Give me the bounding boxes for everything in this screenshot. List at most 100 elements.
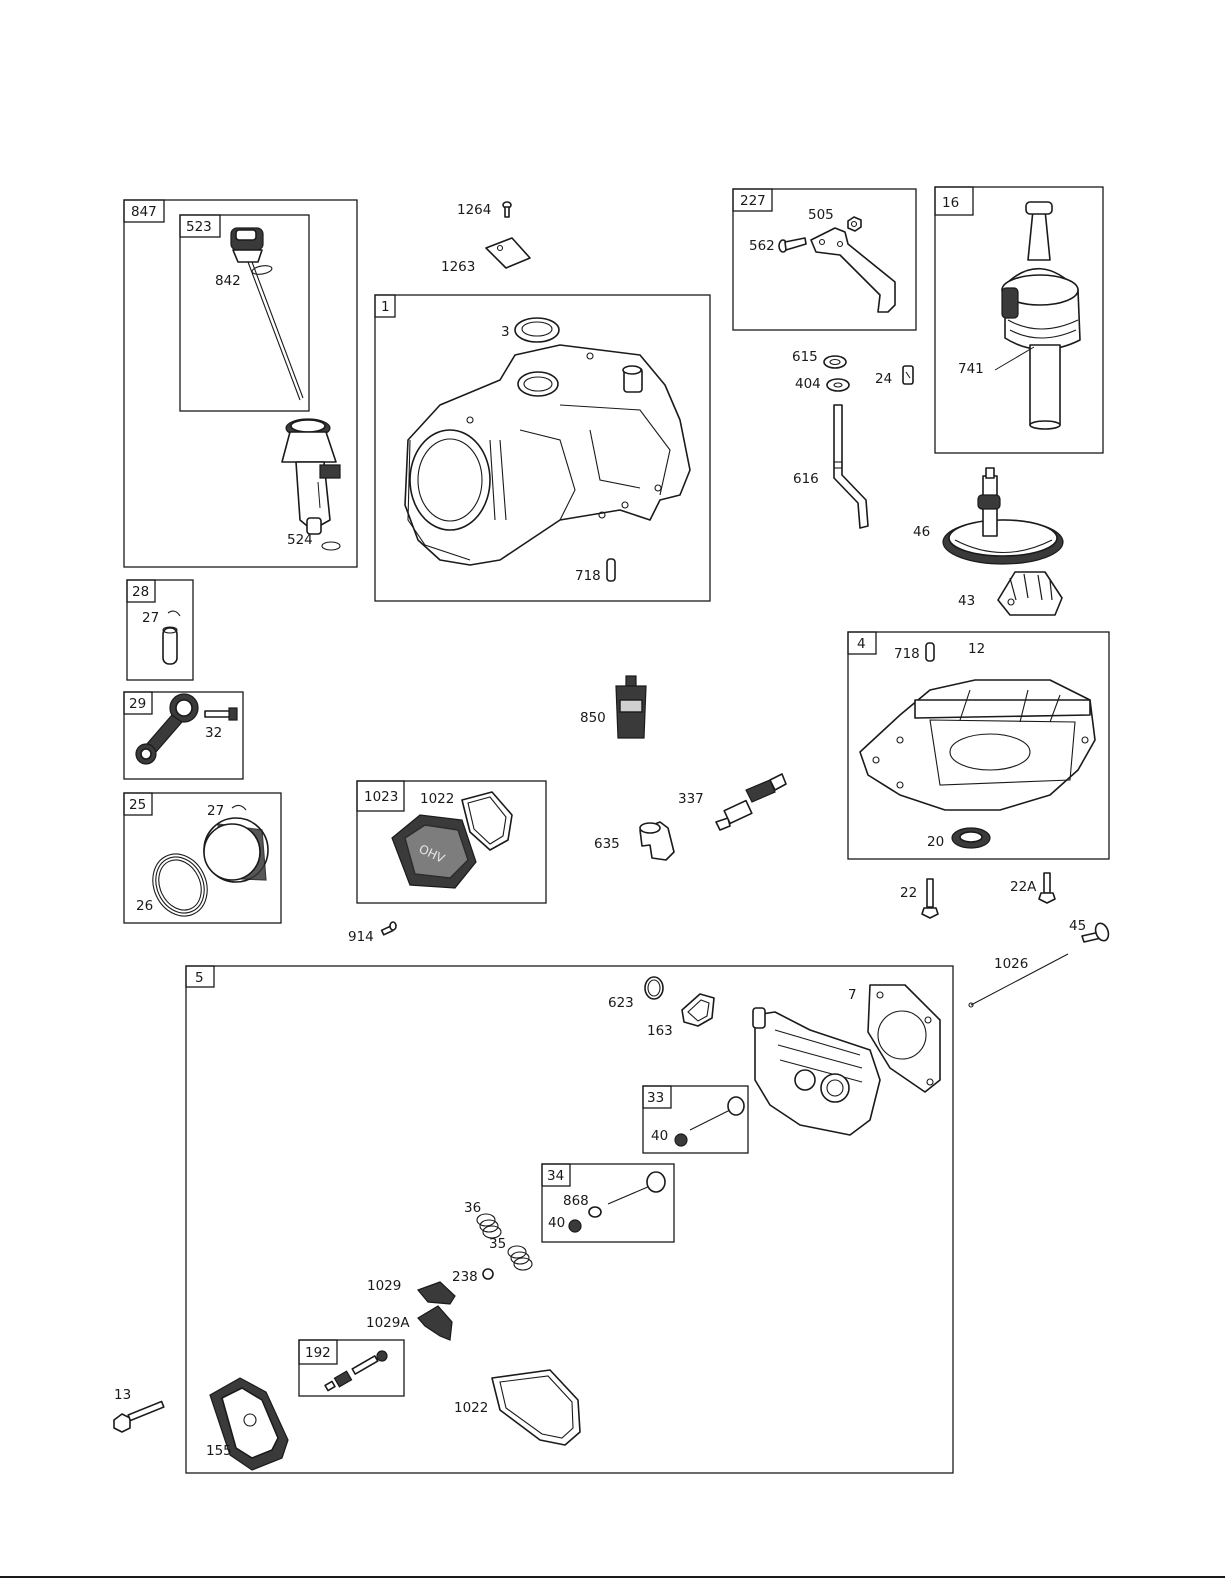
callout-label: 45: [1069, 918, 1086, 934]
callout-label: 43: [958, 593, 975, 609]
callout-label: 36: [464, 1200, 481, 1216]
engine-block-part: [405, 345, 690, 565]
seal-part: [515, 318, 559, 342]
group-tag: 4: [857, 636, 866, 652]
footer-rule: [0, 1576, 1225, 1578]
callout-label: 718: [894, 646, 920, 662]
bolt-part: [922, 879, 938, 918]
retainer-part: [483, 1269, 493, 1279]
callout-label: 562: [749, 238, 775, 254]
callout-label: 13: [114, 1387, 131, 1403]
callout-label: 27: [142, 610, 159, 626]
sump-part: [860, 680, 1095, 810]
callout-label: 850: [580, 710, 606, 726]
callout-label: 337: [678, 791, 704, 807]
rocker-arm-part: [418, 1282, 455, 1304]
callout-label: 623: [608, 995, 634, 1011]
callout-label: 524: [287, 532, 313, 548]
callout-label: 868: [563, 1193, 589, 1209]
group-tag: 847: [131, 204, 157, 220]
oil-seal-part: [952, 828, 990, 848]
dipstick-part: [231, 228, 303, 400]
group-tag: 29: [129, 696, 146, 712]
callout-label: 1263: [441, 259, 475, 275]
rocker-cover-gasket-part: [492, 1370, 580, 1445]
group-tag: 1023: [364, 789, 398, 805]
group-tag: 227: [740, 193, 766, 209]
dipstick-tube-part: [282, 419, 340, 550]
spark-plug-boot-part: [640, 822, 674, 860]
callout-label: 1029: [367, 1278, 401, 1294]
screw-part: [503, 202, 511, 217]
callout-label: 32: [205, 725, 222, 741]
group-tag: 16: [942, 195, 959, 211]
callout-label: 1026: [994, 956, 1028, 972]
callout-label: 22: [900, 885, 917, 901]
callout-label: 616: [793, 471, 819, 487]
governor-part: [998, 572, 1062, 615]
group-tag: 5: [195, 970, 204, 986]
crankshaft-part: [995, 202, 1080, 429]
callout-label: 22A: [1010, 879, 1037, 895]
callout-label: 20: [927, 834, 944, 850]
dowel-pin-part: [926, 643, 934, 661]
group-box-28: 28: [127, 580, 193, 680]
callout-label: 26: [136, 898, 153, 914]
callout-label: 842: [215, 273, 241, 289]
group-tag: 28: [132, 584, 149, 600]
sealant-tube-part: [616, 676, 646, 738]
rocker-arm-part: [418, 1306, 452, 1340]
cylinder-head-part: [753, 1008, 880, 1135]
callout-label: 155: [206, 1443, 232, 1459]
callout-label: 40: [651, 1128, 668, 1144]
callout-label: 35: [489, 1236, 506, 1252]
valve-part: [675, 1097, 744, 1146]
dowel-pin-part: [607, 559, 615, 581]
group-tag: 33: [647, 1090, 664, 1106]
governor-shaft-part: [834, 405, 868, 528]
callout-label: 718: [575, 568, 601, 584]
callout-label: 1264: [457, 202, 491, 218]
bolt-part: [114, 1401, 164, 1432]
callout-label: 24: [875, 371, 892, 387]
callout-label: 1022: [420, 791, 454, 807]
group-tag: 523: [186, 219, 212, 235]
callout-label: 238: [452, 1269, 478, 1285]
intake-gasket-part: [682, 994, 714, 1026]
group-tag: 1: [381, 299, 390, 315]
screw-part: [382, 922, 396, 935]
callout-label: 1022: [454, 1400, 488, 1416]
callout-label: 46: [913, 524, 930, 540]
callout-label: 163: [647, 1023, 673, 1039]
governor-arm-part: [779, 217, 895, 312]
spark-plug-part: [716, 774, 786, 830]
callout-label: 615: [792, 349, 818, 365]
bolt-part: [1039, 873, 1055, 903]
washer-part: [824, 356, 849, 391]
callout-label: 404: [795, 376, 821, 392]
callout-label: 635: [594, 836, 620, 852]
piston-part: [143, 805, 268, 925]
camshaft-part: [943, 468, 1063, 564]
bracket-part: [486, 238, 530, 268]
o-ring-part: [645, 977, 663, 999]
callout-label: 40: [548, 1215, 565, 1231]
valve-cover-part: OHV: [392, 815, 476, 888]
group-tag: 34: [547, 1168, 564, 1184]
group-tag: 25: [129, 797, 146, 813]
callout-label: 914: [348, 929, 374, 945]
valve-spring-part: [508, 1246, 532, 1270]
piston-pin-part: [163, 611, 180, 664]
group-box-192: 192: [299, 1340, 404, 1396]
callout-label: 7: [848, 987, 857, 1003]
tappet-part: [1082, 921, 1111, 942]
callout-label: 1029A: [366, 1315, 410, 1331]
callout-label: 27: [207, 803, 224, 819]
clip-part: [903, 366, 913, 384]
rocker-stud-part: [325, 1351, 387, 1391]
group-tag: 192: [305, 1345, 331, 1361]
callout-label: 3: [501, 324, 510, 340]
callout-label: 741: [958, 361, 984, 377]
valve-spring-part: [477, 1214, 501, 1238]
